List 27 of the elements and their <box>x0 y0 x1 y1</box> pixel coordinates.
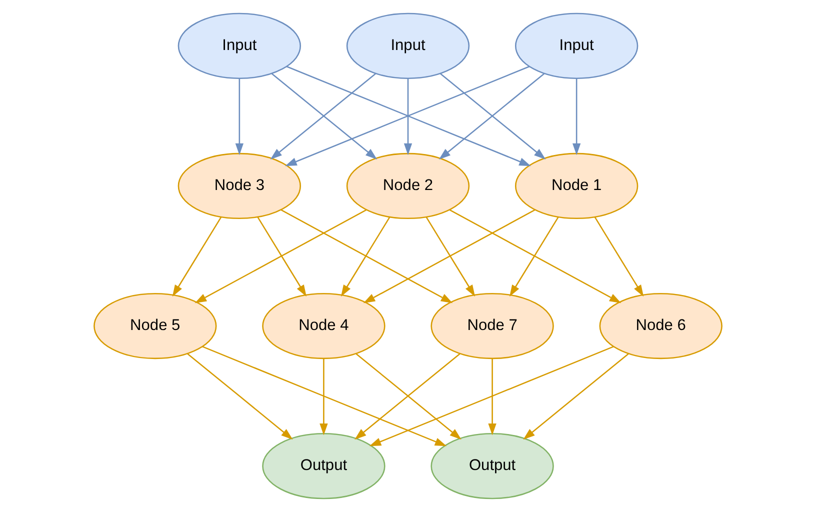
arrow <box>234 78 244 156</box>
node-ellipse: Input <box>514 12 638 79</box>
arrow <box>362 209 535 304</box>
node-ellipse: Input <box>346 12 470 79</box>
arrow <box>186 353 292 440</box>
arrow <box>319 358 328 436</box>
node-ellipse: Input <box>177 12 301 79</box>
arrow <box>368 346 614 446</box>
arrow <box>340 216 390 297</box>
arrow <box>572 78 580 156</box>
arrow <box>194 209 366 304</box>
arrow <box>202 346 446 446</box>
arrow <box>280 209 452 304</box>
arrow <box>172 216 222 297</box>
node-ellipse: Output <box>430 433 554 500</box>
arrow <box>256 216 306 297</box>
arrow <box>448 209 621 304</box>
node-ellipse: Node 3 <box>177 152 301 220</box>
arrow <box>594 216 644 297</box>
node-ellipse: Node 2 <box>346 152 470 220</box>
arrow <box>488 358 496 436</box>
node-ellipse: Node 1 <box>514 152 638 220</box>
arrow <box>425 216 475 297</box>
arrow <box>509 216 558 297</box>
node-ellipse: Output <box>262 433 385 500</box>
arrow <box>522 353 628 440</box>
arrow <box>403 78 412 156</box>
